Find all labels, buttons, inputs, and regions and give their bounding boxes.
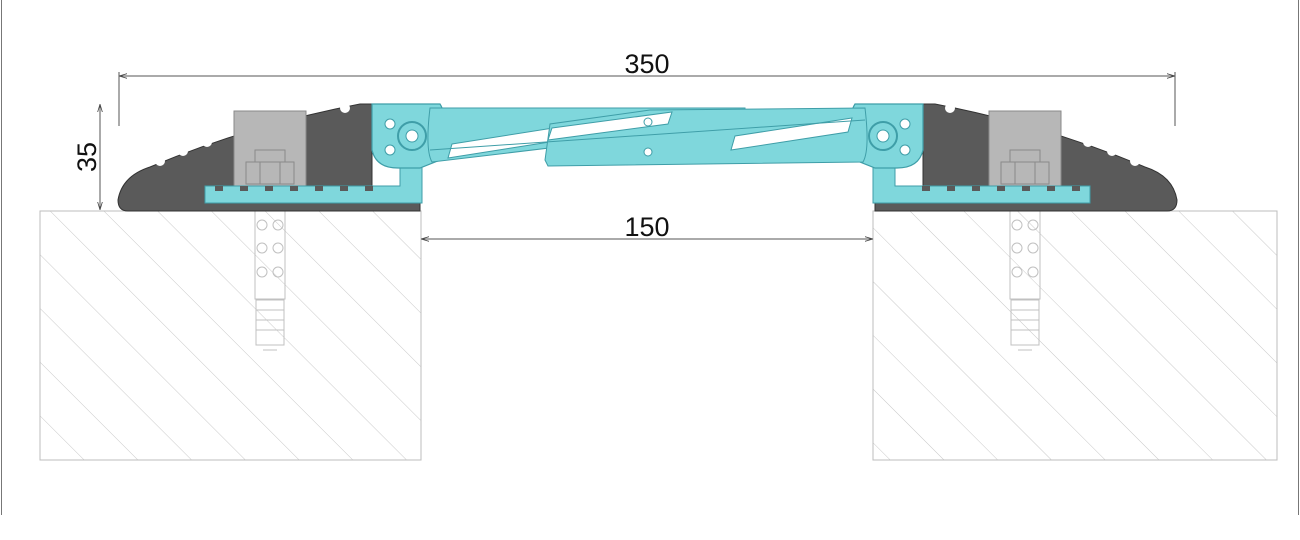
rubber-ramp-left <box>117 103 421 212</box>
dimension-overall-width: 350 <box>118 49 1176 126</box>
dimension-label-350: 350 <box>624 49 669 79</box>
dimension-label-150: 150 <box>624 212 669 242</box>
cover-plate-right <box>429 107 868 167</box>
anchor-bolt-left <box>254 210 286 351</box>
anchor-bolt-right <box>1009 210 1041 351</box>
bolt-head-right <box>1000 149 1050 185</box>
dimension-height: 35 <box>72 104 360 209</box>
concrete-block-right <box>872 210 1278 461</box>
bolt-head-left <box>245 149 295 185</box>
dimension-label-35: 35 <box>72 142 102 172</box>
rubber-ramp-right <box>874 103 1178 212</box>
dimension-gap-width: 150 <box>422 212 872 242</box>
aluminium-base-left <box>204 159 423 204</box>
concrete-block-left <box>39 210 422 461</box>
